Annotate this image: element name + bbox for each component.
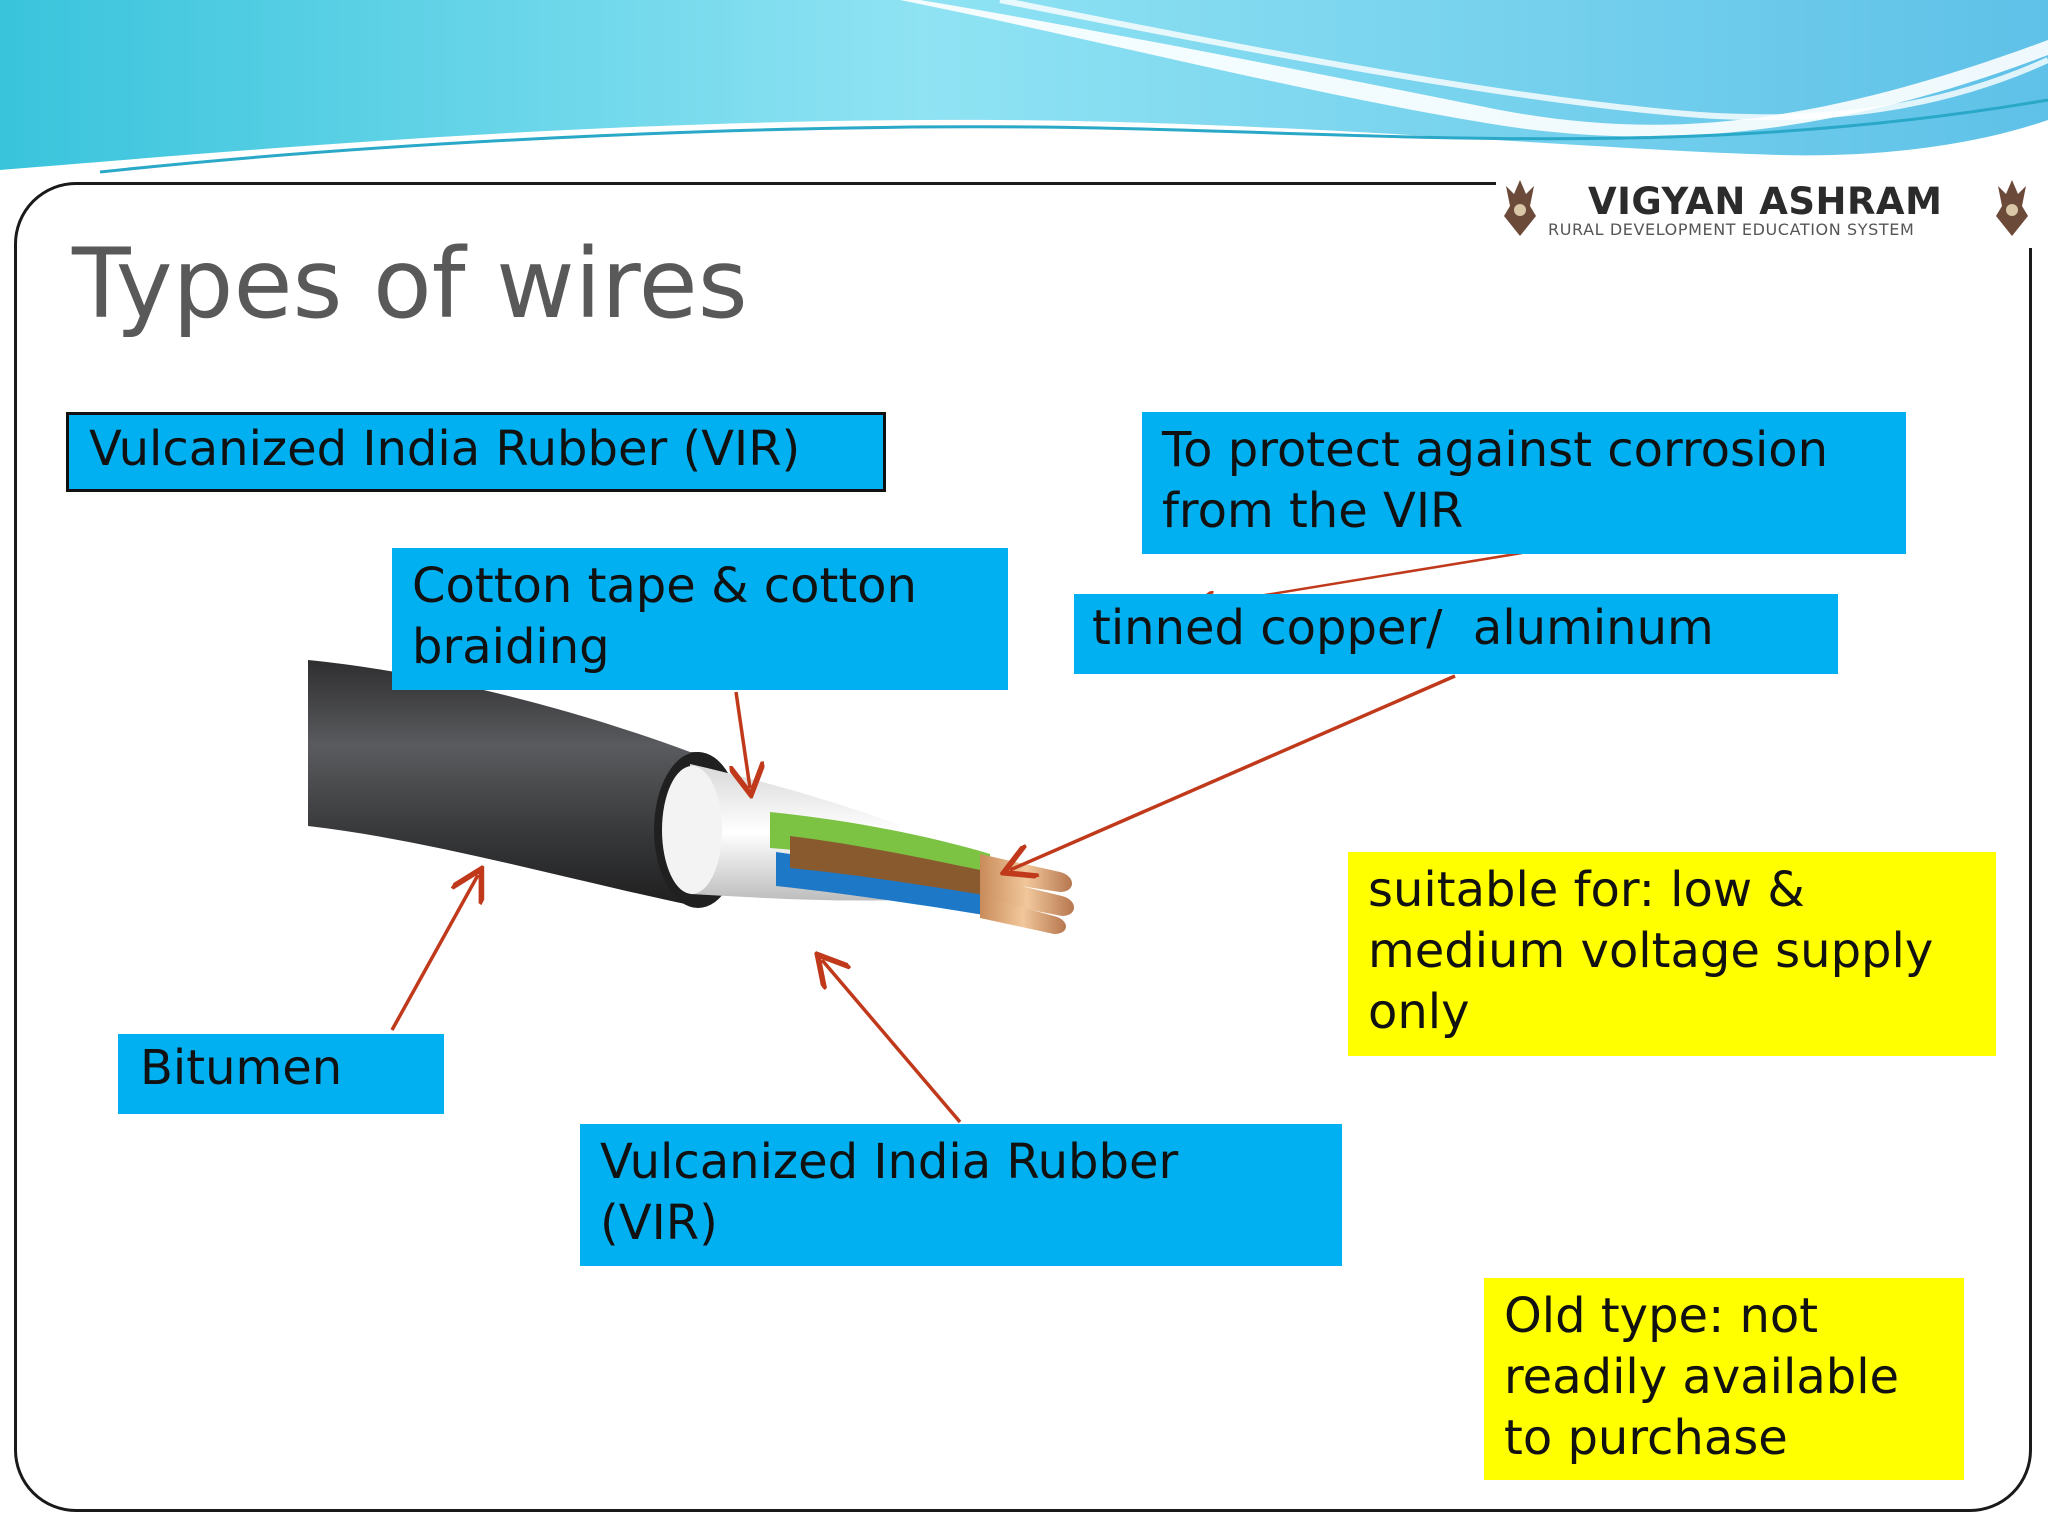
note-old-type: Old type: not readily available to purch…	[1484, 1278, 1964, 1480]
logo-name: VIGYAN ASHRAM	[1588, 180, 1943, 223]
label-bitumen: Bitumen	[118, 1034, 444, 1114]
label-protect-corrosion: To protect against corrosion from the VI…	[1142, 412, 1906, 554]
note-suitable-for: suitable for: low & medium voltage suppl…	[1348, 852, 1996, 1056]
label-cotton-line-1: Cotton tape & cotton	[412, 558, 917, 614]
logo-emblem-right-icon	[1996, 180, 2028, 236]
logo-tagline: RURAL DEVELOPMENT EDUCATION SYSTEM	[1548, 220, 1915, 239]
label-vir-line-2: (VIR)	[600, 1195, 718, 1251]
note-old-line-3: to purchase	[1504, 1410, 1788, 1466]
header-wave-decoration	[0, 0, 2048, 175]
label-vir-heading: Vulcanized India Rubber (VIR)	[66, 412, 886, 492]
label-conductor: tinned copper/ aluminum	[1074, 594, 1838, 674]
vigyan-ashram-logo: VIGYAN ASHRAM RURAL DEVELOPMENT EDUCATIO…	[1496, 170, 2036, 248]
note-suitable-line-2: medium voltage supply	[1368, 923, 1934, 979]
label-vir-heading-text: Vulcanized India Rubber (VIR)	[89, 421, 801, 477]
slide-title: Types of wires	[72, 228, 748, 340]
note-old-line-1: Old type: not	[1504, 1288, 1819, 1344]
label-vir-insulation: Vulcanized India Rubber (VIR)	[580, 1124, 1342, 1266]
label-conductor-text: tinned copper/ aluminum	[1092, 600, 1714, 656]
note-suitable-line-1: suitable for: low &	[1368, 862, 1805, 918]
label-protect-line-2: from the VIR	[1162, 483, 1464, 539]
label-cotton-tape: Cotton tape & cotton braiding	[392, 548, 1008, 690]
vir-cable-illustration	[308, 660, 1074, 934]
label-protect-line-1: To protect against corrosion	[1162, 422, 1829, 478]
label-bitumen-text: Bitumen	[140, 1040, 343, 1096]
note-old-line-2: readily available	[1504, 1349, 1900, 1405]
label-cotton-line-2: braiding	[412, 619, 610, 675]
label-vir-line-1: Vulcanized India Rubber	[600, 1134, 1179, 1190]
logo-emblem-left-icon	[1504, 180, 1536, 236]
note-suitable-line-3: only	[1368, 984, 1470, 1040]
